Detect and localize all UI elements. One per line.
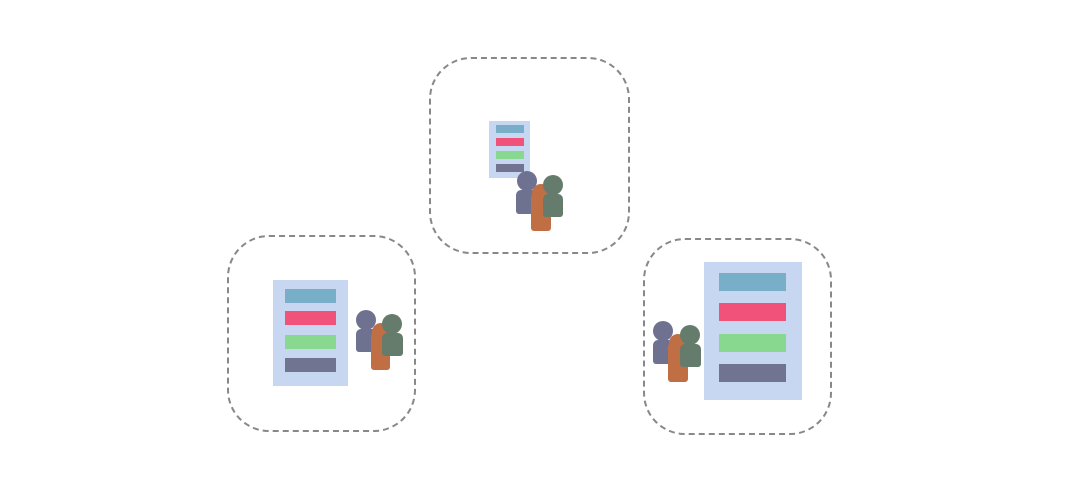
person-green-head-icon — [680, 325, 700, 345]
bar-blue — [285, 289, 336, 303]
bar-green — [496, 151, 524, 159]
person-purple-head-icon — [517, 171, 537, 191]
bar-blue — [496, 125, 524, 133]
person-green-head-icon — [382, 314, 402, 334]
bar-pink — [496, 138, 524, 146]
bar-slate — [496, 164, 524, 172]
bar-slate — [285, 358, 336, 372]
group-top-frame — [429, 57, 630, 254]
person-green-head-icon — [543, 175, 563, 195]
bar-green — [719, 334, 786, 352]
bar-pink — [285, 311, 336, 325]
group-left-frame — [227, 235, 416, 432]
person-purple-head-icon — [653, 321, 673, 341]
bar-blue — [719, 273, 786, 291]
group-right-frame — [643, 238, 832, 435]
bar-green — [285, 335, 336, 349]
person-green-body-icon — [543, 194, 563, 217]
person-green-body-icon — [382, 333, 403, 356]
person-green-body-icon — [680, 344, 701, 367]
person-purple-head-icon — [356, 310, 376, 330]
bar-pink — [719, 303, 786, 321]
bar-slate — [719, 364, 786, 382]
